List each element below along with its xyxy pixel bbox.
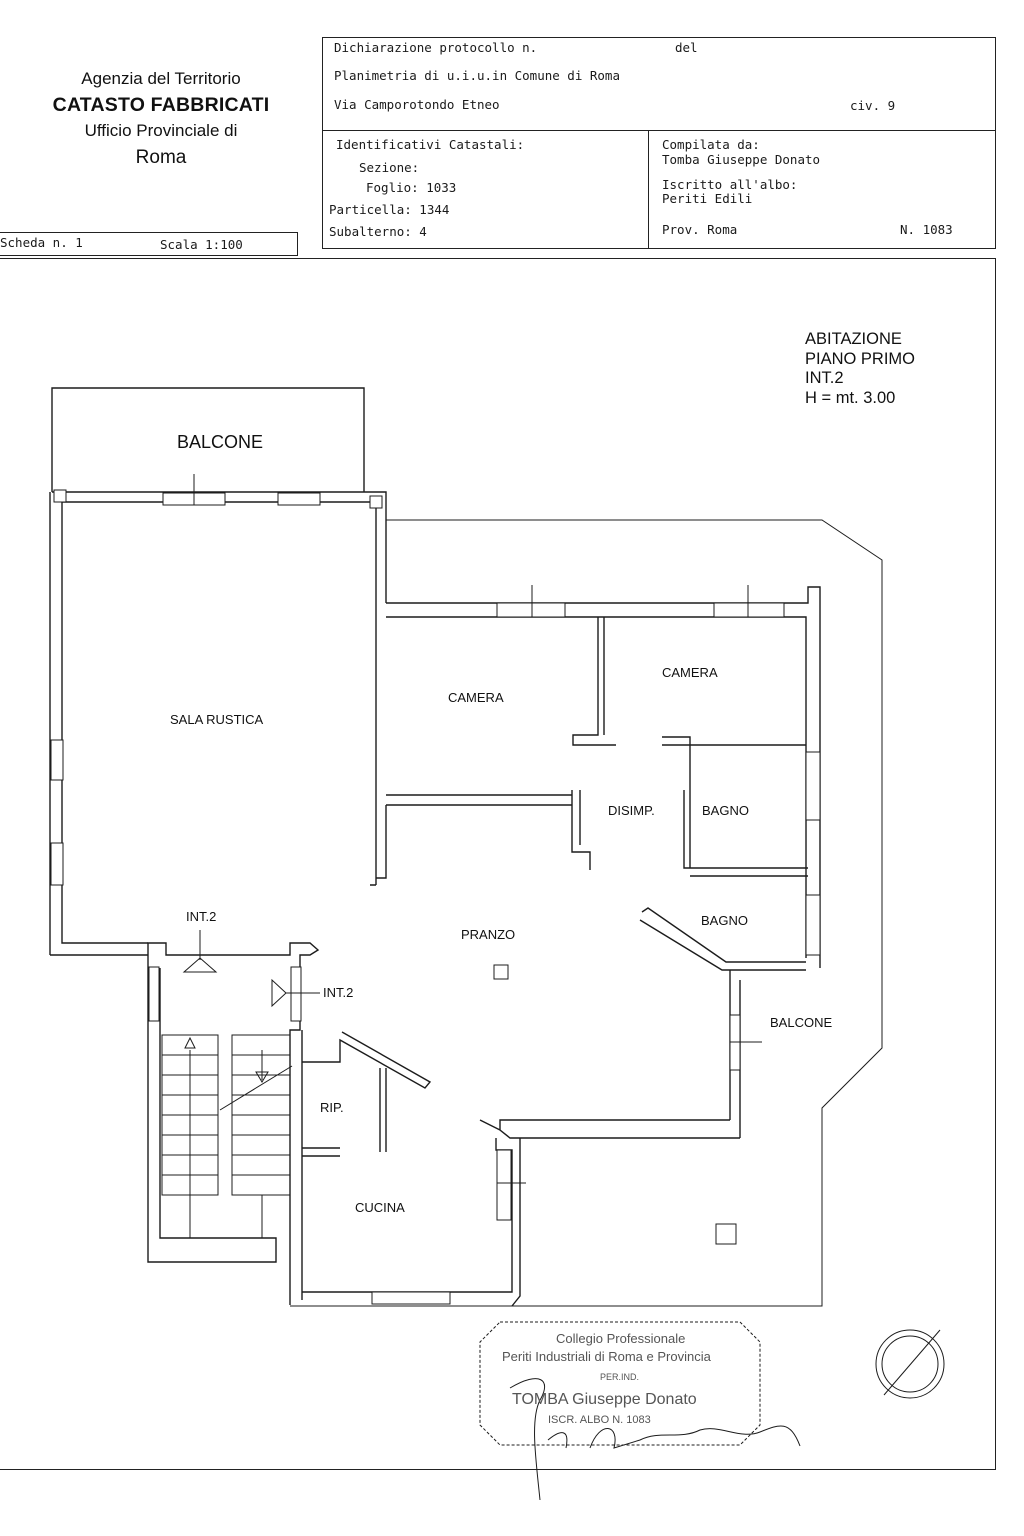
- foglio: Foglio: 1033: [366, 180, 457, 195]
- sezione: Sezione:: [359, 160, 420, 175]
- sala-pranzo-stub: [370, 805, 387, 886]
- scheda-number: Scheda n. 1: [0, 235, 83, 250]
- cucina-window-right: [496, 1149, 512, 1221]
- signature-mark: [509, 1378, 801, 1501]
- office-name: Ufficio Provinciale di: [84, 121, 238, 140]
- compiler-name: Tomba Giuseppe Donato: [662, 152, 821, 167]
- bagno1-walls: [683, 745, 808, 958]
- bedroom-top-wall: [386, 586, 821, 968]
- int-label-side: INT.2: [323, 985, 354, 1000]
- stamp-line-3: PER.IND.: [600, 1372, 640, 1382]
- room-ripostiglio: RIP.: [320, 1100, 344, 1115]
- room-cucina: CUCINA: [355, 1200, 405, 1215]
- terrace-outline: [290, 519, 883, 1307]
- bagno1-window: [805, 751, 821, 821]
- room-camera-2: CAMERA: [662, 665, 718, 680]
- pranzo-south-wall: [479, 1119, 740, 1139]
- identifiers-title: Identificativi Catastali:: [336, 137, 525, 152]
- rip-walls: [301, 1030, 432, 1292]
- camera1-bottom-wall: [386, 790, 591, 870]
- cucina-window-bottom: [371, 1291, 451, 1305]
- unit-floor: PIANO PRIMO: [805, 349, 916, 368]
- pillar-terrace: [715, 1223, 737, 1245]
- room-balcone-right: BALCONE: [770, 1015, 833, 1030]
- protocol-label: Dichiarazione protocollo n.: [334, 40, 538, 55]
- cucina-walls: [301, 1138, 521, 1307]
- register-number: N. 1083: [900, 222, 953, 237]
- compiler-divider: [648, 130, 649, 249]
- sala-wall-right: [375, 502, 387, 885]
- civic-number: civ. 9: [850, 98, 896, 113]
- camera1-window: [496, 602, 566, 618]
- particella: Particella: 1344: [329, 202, 450, 217]
- date-label: del: [675, 40, 698, 55]
- stair-walls: [50, 942, 320, 1305]
- unit-type: ABITAZIONE: [805, 330, 902, 348]
- agency-header: Agenzia del Territorio CATASTO FABBRICAT…: [30, 66, 292, 172]
- register-name: Periti Edili: [662, 191, 753, 206]
- stamp-line-2: Periti Industriali di Roma e Provincia: [502, 1349, 711, 1364]
- compiler-title: Compilata da:: [662, 137, 760, 152]
- room-bagno-1: BAGNO: [702, 803, 749, 818]
- stair-steps: [161, 1034, 293, 1238]
- int-marker-side: [271, 978, 320, 1008]
- int-marker-top: [182, 930, 218, 973]
- pillar-pranzo: [493, 964, 509, 980]
- stamp-line-1: Collegio Professionale: [556, 1331, 686, 1346]
- register-label: Iscritto all'albo:: [662, 177, 798, 192]
- scheda-box: [0, 232, 298, 256]
- room-sala-rustica: SALA RUSTICA: [170, 712, 264, 727]
- stamp-line-5: ISCR. ALBO N. 1083: [548, 1414, 651, 1426]
- unit-height: H = mt. 3.00: [805, 388, 896, 407]
- sala-corner-1: [53, 489, 67, 503]
- street-address: Via Camporotondo Etneo: [334, 97, 500, 112]
- int-label-top: INT.2: [186, 909, 217, 924]
- balcony-top-outline: [51, 387, 365, 492]
- declaration-box: [322, 37, 996, 249]
- subalterno: Subalterno: 4: [329, 224, 427, 239]
- sala-window-top-2: [277, 492, 321, 506]
- office-city: Roma: [135, 147, 187, 168]
- declaration-divider: [322, 130, 996, 131]
- room-pranzo: PRANZO: [461, 927, 516, 942]
- stamp-line-4: TOMBA Giuseppe Donato: [512, 1391, 697, 1408]
- stair-window-left: [148, 966, 160, 1022]
- camera2-window: [713, 602, 785, 618]
- registry-name: CATASTO FABBRICATI: [52, 94, 270, 116]
- room-camera-1: CAMERA: [448, 690, 504, 705]
- room-bagno-2: BAGNO: [701, 913, 748, 928]
- unit-interior: INT.2: [805, 369, 844, 387]
- bagno2-diagonal: [639, 907, 806, 971]
- plan-label: Planimetria di u.i.u.in Comune di Roma: [334, 68, 620, 83]
- north-arrow-icon: [875, 1329, 945, 1399]
- stair-window-right: [290, 966, 302, 1022]
- room-balcone-top: BALCONE: [177, 432, 264, 452]
- agency-name: Agenzia del Territorio: [81, 69, 241, 88]
- unit-info: ABITAZIONE PIANO PRIMO INT.2 H = mt. 3.0…: [805, 330, 915, 408]
- province: Prov. Roma: [662, 222, 738, 237]
- plan-sheet: [0, 258, 996, 1470]
- sala-corner-2: [369, 495, 383, 509]
- room-disimpegno: DISIMP.: [608, 803, 655, 818]
- scheda-scale: Scala 1:100: [160, 237, 243, 252]
- sala-window-left-1: [50, 739, 64, 781]
- camera-partition: [572, 617, 806, 752]
- sala-window-left-2: [50, 842, 64, 886]
- bagno2-window: [805, 894, 821, 956]
